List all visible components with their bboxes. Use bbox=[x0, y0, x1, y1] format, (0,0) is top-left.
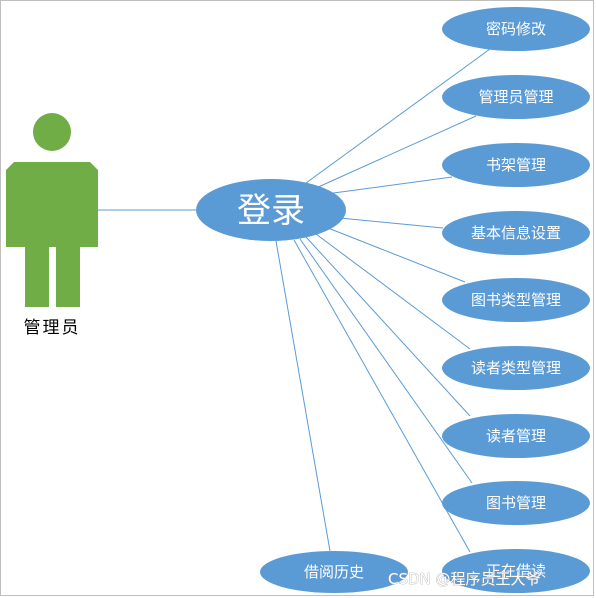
use-case-admin-management[interactable]: 管理员管理 bbox=[442, 75, 590, 119]
use-case-ellipse[interactable] bbox=[260, 551, 408, 593]
connector-login-book-management bbox=[299, 238, 473, 484]
actor-figure: 管理员 bbox=[6, 113, 98, 338]
use-case-ellipse[interactable] bbox=[442, 7, 590, 51]
use-case-basic-info-settings[interactable]: 基本信息设置 bbox=[442, 211, 590, 255]
connector-login-admin-management bbox=[315, 115, 477, 189]
use-case-label: 密码修改 bbox=[486, 20, 546, 38]
use-case-currently-borrowing[interactable]: 正在借读 bbox=[442, 549, 590, 593]
connector-login-password-change bbox=[305, 48, 491, 184]
use-case-ellipse[interactable] bbox=[442, 143, 590, 187]
use-case-label: 图书管理 bbox=[486, 494, 546, 512]
connector-lines bbox=[98, 48, 491, 553]
connector-login-shelf-management bbox=[325, 176, 453, 195]
login-use-case[interactable]: 登录 bbox=[196, 179, 346, 241]
use-case-label: 读者类型管理 bbox=[471, 359, 561, 377]
login-label: 登录 bbox=[237, 191, 305, 231]
use-case-ellipse[interactable] bbox=[442, 278, 590, 322]
use-case-ellipse[interactable] bbox=[442, 75, 590, 119]
connector-login-reader-management bbox=[305, 236, 471, 417]
use-case-ellipse[interactable] bbox=[442, 414, 590, 458]
use-case-ellipse[interactable] bbox=[442, 549, 590, 593]
use-case-label: 图书类型管理 bbox=[471, 291, 561, 309]
use-case-ellipse[interactable] bbox=[442, 346, 590, 390]
use-case-ellipse[interactable] bbox=[442, 481, 590, 525]
use-case-book-management[interactable]: 图书管理 bbox=[442, 481, 590, 525]
use-case-borrow-history[interactable]: 借阅历史 bbox=[260, 551, 408, 593]
connector-login-basic-info-settings bbox=[339, 217, 444, 229]
use-case-reader-type-management[interactable]: 读者类型管理 bbox=[442, 346, 590, 390]
use-case-reader-management[interactable]: 读者管理 bbox=[442, 414, 590, 458]
connector-login-borrow-history bbox=[275, 240, 331, 552]
use-case-label: 管理员管理 bbox=[478, 88, 553, 106]
watermark-text: CSDN @程序员王大爷 bbox=[388, 570, 541, 588]
actor-body bbox=[6, 162, 98, 307]
actor-name: 管理员 bbox=[24, 318, 81, 338]
connector-login-reader-type-management bbox=[315, 233, 471, 350]
use-case-label: 正在借读 bbox=[486, 562, 546, 580]
login-ellipse[interactable] bbox=[196, 179, 346, 241]
connector-login-book-type-management bbox=[327, 227, 466, 283]
connector-login-currently-borrowing bbox=[293, 239, 471, 553]
use-case-label: 读者管理 bbox=[486, 427, 546, 445]
use-case-book-type-management[interactable]: 图书类型管理 bbox=[442, 278, 590, 322]
use-case-shelf-management[interactable]: 书架管理 bbox=[442, 143, 590, 187]
use-case-label: 基本信息设置 bbox=[471, 224, 561, 242]
use-case-ellipse[interactable] bbox=[442, 211, 590, 255]
use-case-label: 借阅历史 bbox=[304, 563, 364, 581]
actor-head bbox=[33, 113, 71, 151]
use-case-label: 书架管理 bbox=[486, 156, 546, 174]
use-case-password-change[interactable]: 密码修改 bbox=[442, 7, 590, 51]
